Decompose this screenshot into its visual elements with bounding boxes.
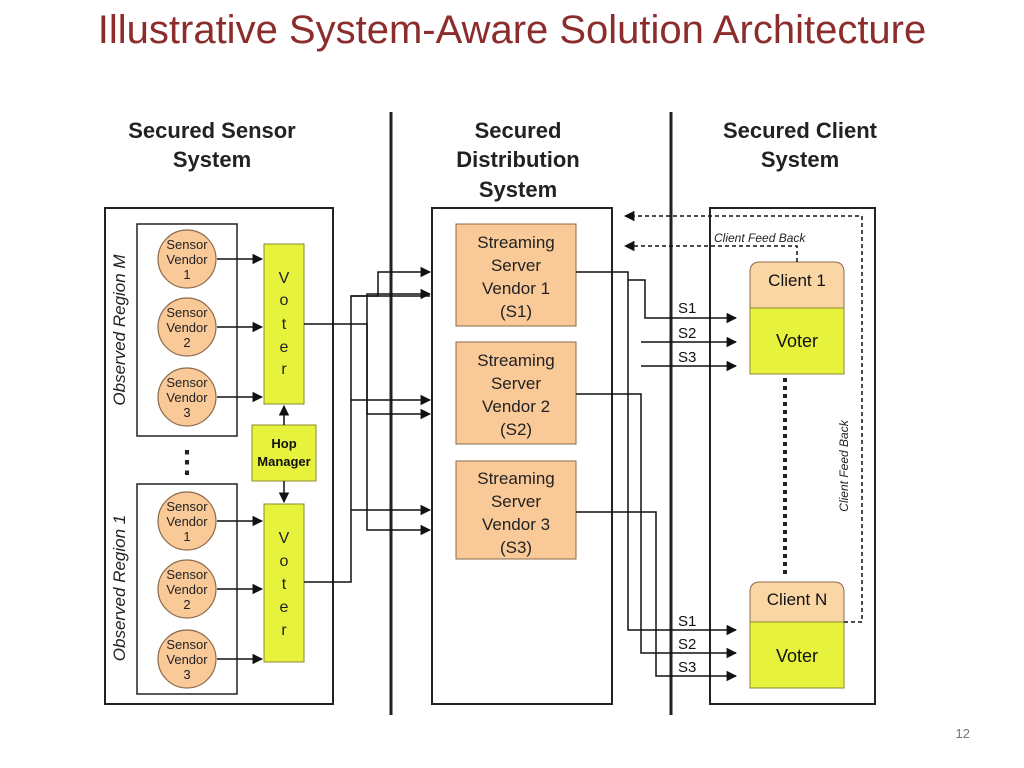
sensor-label: Vendor [166, 652, 208, 667]
sensor-system-header-line1: Secured Sensor [128, 118, 296, 143]
client-1-label: Client 1 [768, 271, 826, 290]
voter-letter: e [280, 599, 289, 616]
sensor-number: 3 [183, 667, 190, 682]
regions-ellipsis: ⋮ [172, 446, 202, 479]
client-feedback-label-vertical: Client Feed Back [837, 419, 851, 511]
server-label: Server [491, 492, 541, 511]
sensor-vendor-1-region-1: Sensor Vendor 1 [157, 491, 217, 551]
server-label: (S2) [500, 420, 532, 439]
stream-label-s3-client1: S3 [678, 349, 696, 366]
sensor-system-header-line2: System [173, 147, 251, 172]
sensor-vendor-2-region-1: Sensor Vendor 2 [157, 559, 217, 619]
voter-letter: t [282, 576, 287, 593]
server-label: (S3) [500, 538, 532, 557]
sensor-label: Sensor [166, 637, 208, 652]
sensor-label: Vendor [166, 320, 208, 335]
sensor-number: 2 [183, 597, 190, 612]
sensor-vendor-3-region-m: Sensor Vendor 3 [157, 367, 217, 427]
client-system-frame [709, 207, 876, 705]
slide-number: 12 [955, 726, 970, 741]
client-n-label: Client N [767, 590, 827, 609]
stream-label-s3-clientn: S3 [678, 659, 696, 676]
sensor-label: Sensor [166, 499, 208, 514]
sensor-label: Sensor [166, 237, 208, 252]
hop-manager-label: Hop [271, 436, 296, 451]
stream-label-s1-clientn: S1 [678, 613, 696, 630]
sensor-voter-top: V o t e r [263, 243, 305, 405]
distribution-system-header-line2: Distribution [456, 147, 579, 172]
server-label: Streaming [477, 233, 554, 252]
sensor-label: Sensor [166, 305, 208, 320]
client-n-voter-label: Voter [776, 646, 818, 666]
hop-manager-label: Manager [257, 454, 310, 469]
sensor-label: Vendor [166, 514, 208, 529]
voter-letter: o [280, 553, 289, 570]
client-1-voter-label: Voter [776, 331, 818, 351]
sensor-label: Vendor [166, 390, 208, 405]
distribution-system-frame [431, 207, 613, 705]
distribution-system-header-line3: System [479, 177, 557, 202]
voter-letter: t [282, 316, 287, 333]
client-feedback-label-top: Client Feed Back [714, 231, 806, 245]
distribution-system-header-line1: Secured [475, 118, 562, 143]
sensor-label: Sensor [166, 375, 208, 390]
client-n: Client N Voter [749, 581, 845, 689]
streaming-server-3: Streaming Server Vendor 3 (S3) [455, 460, 577, 560]
voter-letter: o [280, 292, 289, 309]
sensor-number: 3 [183, 405, 190, 420]
region-m-label: Observed Region M [110, 254, 129, 406]
server-label: Streaming [477, 351, 554, 370]
sensor-vendor-1-region-m: Sensor Vendor 1 [157, 229, 217, 289]
sensor-label: Vendor [166, 582, 208, 597]
voter-to-server-connectors [304, 266, 432, 583]
stream-label-s2-clientn: S2 [678, 636, 696, 653]
server-label: Server [491, 374, 541, 393]
voter-letter: V [279, 270, 290, 287]
sensor-number: 1 [183, 267, 190, 282]
streaming-server-1: Streaming Server Vendor 1 (S1) [455, 223, 577, 327]
sensor-number: 2 [183, 335, 190, 350]
server-label: Server [491, 256, 541, 275]
server-to-client-connectors [576, 271, 738, 682]
client-system-header-line1: Secured Client [723, 118, 878, 143]
sensor-label: Vendor [166, 252, 208, 267]
sensor-vendor-3-region-1: Sensor Vendor 3 [157, 629, 217, 689]
server-label: Vendor 1 [482, 279, 550, 298]
voter-letter: r [281, 622, 287, 639]
sensor-vendor-2-region-m: Sensor Vendor 2 [157, 297, 217, 357]
stream-label-s2-client1: S2 [678, 325, 696, 342]
hop-manager: Hop Manager [251, 424, 317, 482]
server-label: Vendor 2 [482, 397, 550, 416]
client-feedback-paths [623, 210, 863, 623]
sensor-number: 1 [183, 529, 190, 544]
slide-title: Illustrative System-Aware Solution Archi… [97, 8, 927, 52]
stream-label-s1-client1: S1 [678, 300, 696, 317]
client-system-header-line2: System [761, 147, 839, 172]
voter-letter: e [280, 339, 289, 356]
server-label: Vendor 3 [482, 515, 550, 534]
voter-letter: V [279, 530, 290, 547]
voter-letter: r [281, 361, 287, 378]
region-1-label: Observed Region 1 [110, 515, 129, 661]
sensor-label: Sensor [166, 567, 208, 582]
client-1: Client 1 Voter [749, 261, 845, 375]
sensor-system-frame [104, 207, 334, 705]
sensor-voter-bottom: V o t e r [263, 503, 305, 663]
streaming-server-2: Streaming Server Vendor 2 (S2) [455, 341, 577, 445]
server-label: (S1) [500, 302, 532, 321]
server-label: Streaming [477, 469, 554, 488]
